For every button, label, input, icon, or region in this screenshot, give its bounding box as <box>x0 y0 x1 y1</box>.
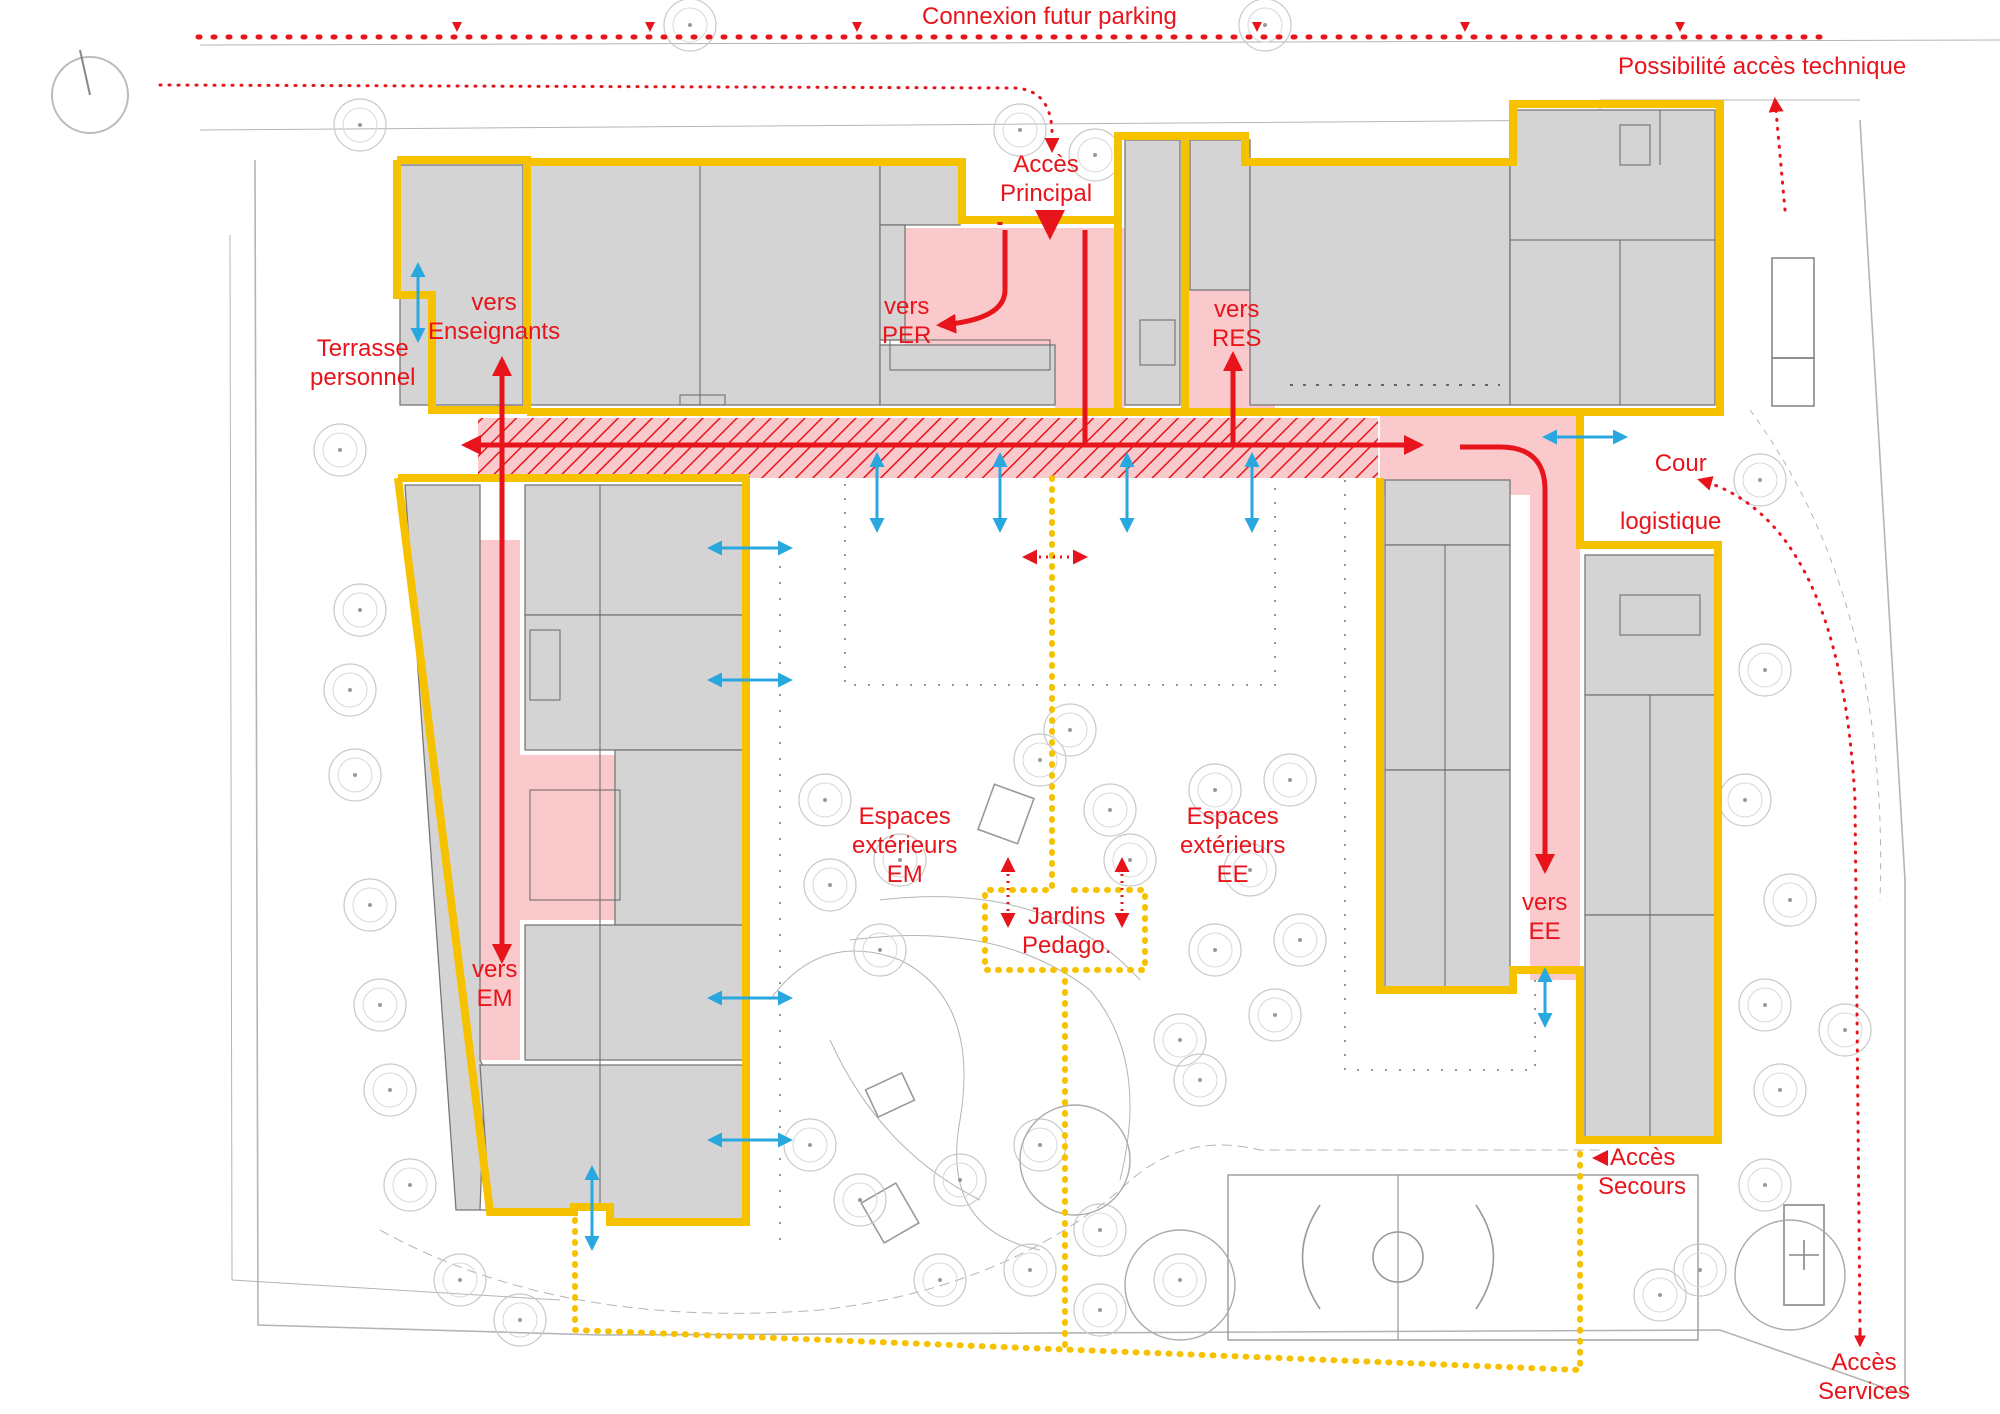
small-dotted-arrows <box>1000 549 1130 928</box>
building-rooms <box>399 109 1716 1221</box>
tree-icon <box>313 423 367 477</box>
tree-icon <box>933 1153 987 1207</box>
label-vers-enseignants: vers Enseignants <box>428 288 560 346</box>
label-line: vers <box>472 956 518 983</box>
tree-icon <box>328 748 382 802</box>
label-line: EM <box>476 985 513 1012</box>
large-tree-icon <box>1019 1104 1131 1216</box>
tree-icon <box>803 858 857 912</box>
label-line: Jardins <box>1028 903 1106 930</box>
large-tree-icon <box>1124 1229 1236 1341</box>
opening-arrows <box>410 262 1628 1251</box>
building-outlines <box>393 100 1724 1226</box>
label-line: Terrasse <box>316 335 409 362</box>
label-line: vers <box>1214 296 1260 323</box>
label-line: Espaces <box>858 803 951 830</box>
circulation-arrows <box>461 222 1555 964</box>
tree-icon <box>1818 1003 1872 1057</box>
label-line: EM <box>886 861 923 888</box>
label-jardins: Jardins Pedago. <box>1022 902 1111 960</box>
tree-icon <box>323 663 377 717</box>
secours-arrow <box>1592 1150 1608 1166</box>
tree-icon <box>833 1173 887 1227</box>
label-line: Secours <box>1598 1173 1687 1200</box>
label-line: Principal <box>1000 180 1093 207</box>
tree-icon <box>1073 1203 1127 1257</box>
label-vers-res: vers RES <box>1212 295 1261 353</box>
tree-icon <box>1153 1013 1207 1067</box>
tree-icon <box>1763 873 1817 927</box>
label-line: logistique <box>1620 508 1722 535</box>
tree-icon <box>1673 1243 1727 1297</box>
trees <box>313 0 1872 1347</box>
label-line: vers <box>884 293 930 320</box>
label-vers-em: vers EM <box>472 955 517 1013</box>
label-vers-ee: vers EE <box>1522 888 1567 946</box>
label-espaces-em: Espaces extérieurs EM <box>852 802 957 889</box>
label-line: Accès <box>1013 151 1079 178</box>
tree-icon <box>1753 1063 1807 1117</box>
tree-icon <box>333 98 387 152</box>
label-line: extérieurs <box>1180 832 1286 859</box>
label-espaces-ee: Espaces extérieurs EE <box>1180 802 1285 889</box>
label-acces-technique: Possibilité accès technique <box>1618 53 1907 80</box>
tree-icon <box>993 103 1047 157</box>
main-corridor <box>478 418 1378 478</box>
tree-icon <box>1273 913 1327 967</box>
label-line: RES <box>1212 325 1262 352</box>
label-line: personnel <box>310 364 416 391</box>
tree-icon <box>493 1293 547 1347</box>
label-line: Accès <box>1831 1349 1897 1376</box>
tree-icon <box>1188 923 1242 977</box>
label-line: Cour <box>1654 450 1707 477</box>
label-acces-principal: Accès Principal <box>1000 150 1092 208</box>
tree-icon <box>1083 783 1137 837</box>
label-line: vers <box>1522 889 1568 916</box>
label-line: vers <box>471 289 517 316</box>
tree-icon <box>1153 1253 1207 1307</box>
label-line: EE <box>1528 918 1561 945</box>
label-acces-secours: Accès Secours <box>1598 1143 1686 1201</box>
tree-icon <box>383 1158 437 1212</box>
tree-icon <box>1003 1243 1057 1297</box>
tree-icon <box>783 1118 837 1172</box>
tree-icon <box>343 878 397 932</box>
principal-entrance-arrow <box>1035 210 1065 240</box>
tree-icon <box>1738 643 1792 697</box>
label-line: Pedago. <box>1022 932 1112 959</box>
label-line: Espaces <box>1186 803 1279 830</box>
tree-icon <box>1718 773 1772 827</box>
tree-icon <box>1238 0 1292 52</box>
interior-details <box>529 110 1715 1210</box>
tree-icon <box>1633 1268 1687 1322</box>
label-line: PER <box>882 322 932 349</box>
tree-icon <box>363 1063 417 1117</box>
label-line: Services <box>1818 1378 1911 1405</box>
label-acces-services: Accès Services <box>1818 1348 1910 1406</box>
tree-icon <box>1263 753 1317 807</box>
tree-icon <box>1073 1283 1127 1337</box>
tree-icon <box>1738 1158 1792 1212</box>
tree-icon <box>853 923 907 977</box>
label-terrasse-personnel: Terrasse personnel <box>310 334 415 392</box>
tree-icon <box>1738 978 1792 1032</box>
tree-icon <box>333 583 387 637</box>
parking-connection-markers <box>452 22 1685 32</box>
label-vers-per: vers PER <box>882 292 931 350</box>
label-line: EE <box>1216 861 1249 888</box>
tree-icon <box>1103 833 1157 887</box>
tree-icon <box>1173 1053 1227 1107</box>
label-line: Accès <box>1610 1144 1676 1171</box>
tree-icon <box>1248 988 1302 1042</box>
label-cour-logistique: Cour logistique <box>1620 435 1721 551</box>
label-line: Enseignants <box>428 318 561 345</box>
tree-icon <box>353 978 407 1032</box>
label-connexion-parking: Connexion futur parking <box>922 3 1177 30</box>
tree-icon <box>433 1253 487 1307</box>
label-line: extérieurs <box>852 832 958 859</box>
tree-icon <box>798 773 852 827</box>
large-tree-icon <box>1734 1219 1846 1331</box>
access-paths <box>158 34 1866 1374</box>
